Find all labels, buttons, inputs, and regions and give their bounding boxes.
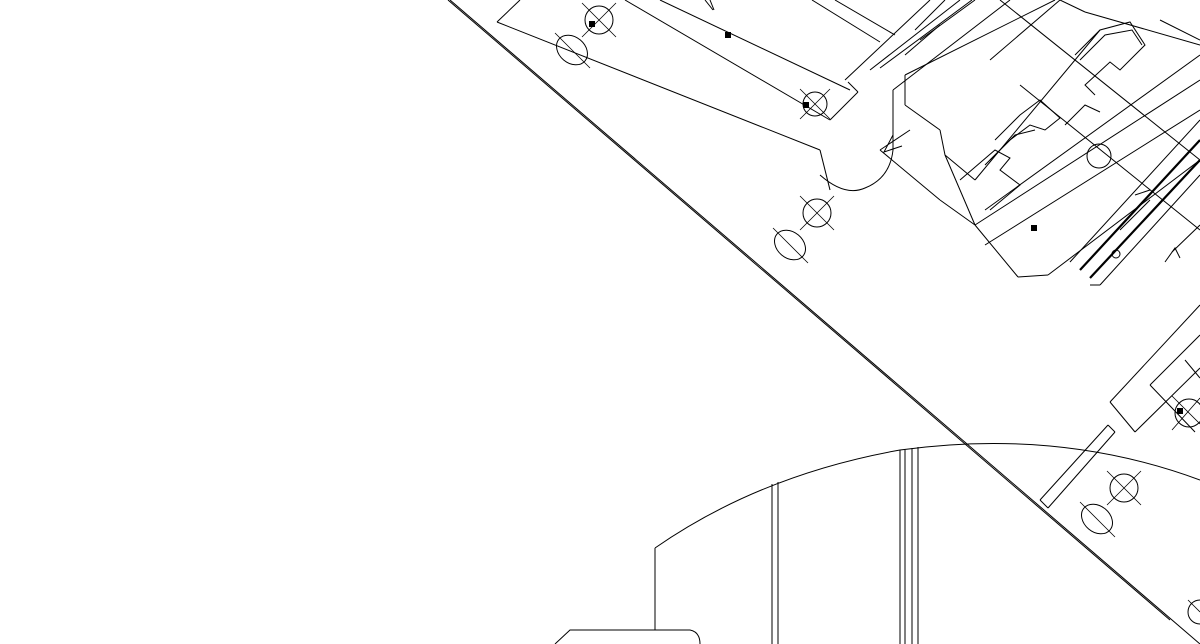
fastener-symbols [581, 2, 1200, 625]
diagonal-edge-lines [447, 0, 1200, 644]
arrow-markers [709, 0, 1200, 263]
slot-1 [554, 32, 591, 69]
upper-rail-assembly [496, 0, 1011, 192]
fastener-5 [1171, 395, 1200, 431]
slot-2 [772, 227, 809, 264]
fastener-3 [799, 195, 835, 231]
fastener-6 [1187, 599, 1200, 625]
right-machine-block [879, 0, 1200, 278]
slot-3 [1079, 501, 1116, 538]
heavy-rail [1069, 119, 1200, 286]
side-bracket [1039, 304, 1200, 509]
fastener-1 [581, 2, 617, 38]
fastener-2 [799, 88, 831, 120]
fastener-4 [1106, 470, 1142, 506]
slotted-holes [554, 32, 1116, 538]
lower-plate [554, 442, 1200, 644]
